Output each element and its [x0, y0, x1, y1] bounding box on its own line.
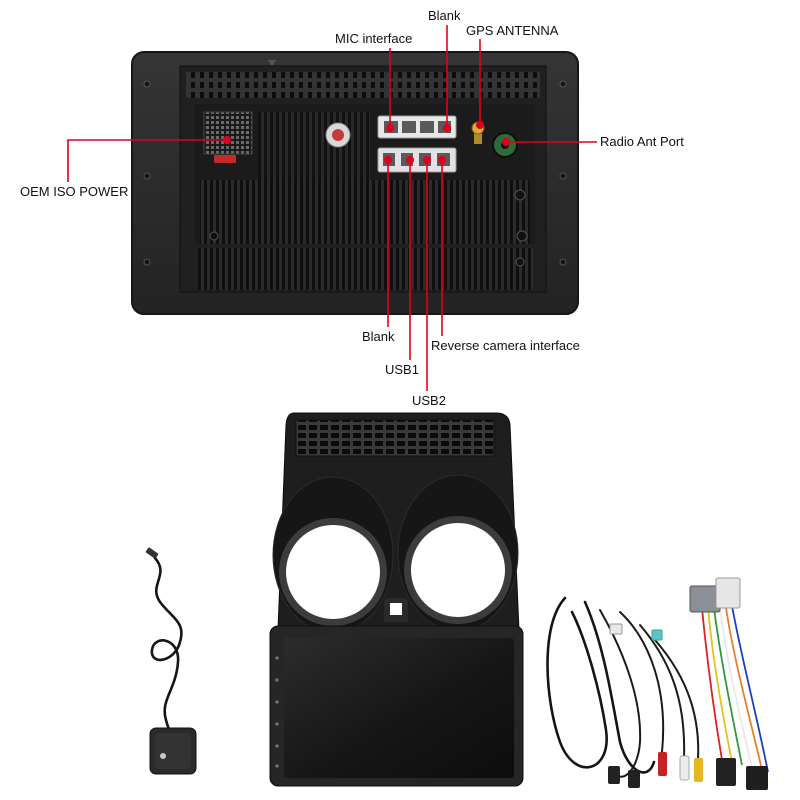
harness-cable-3: [599, 609, 642, 778]
side-buttons: [275, 656, 279, 768]
callout-blank-top: Blank: [428, 8, 461, 132]
iso-power-connector: [203, 111, 253, 163]
gps-antenna-label-icon: [160, 753, 166, 759]
gps-plug: [145, 547, 159, 559]
harness-cable-4: [619, 611, 665, 753]
callout-radio-ant-port: Radio Ant Port: [502, 134, 684, 149]
callout-usb1: USB1: [385, 156, 419, 377]
label-blank-bottom: Blank: [362, 329, 395, 344]
harness-cable-5: [639, 624, 686, 759]
top-vent: [186, 72, 540, 98]
harness-cable-2: [583, 600, 656, 774]
gauge-opening-right: [404, 516, 512, 624]
callout-usb2: USB2: [412, 156, 446, 408]
gps-cable: [150, 556, 183, 736]
harness-bottom-connectors: [608, 758, 768, 790]
air-vent-grille: [295, 419, 495, 457]
harness-cable-1: [546, 596, 608, 769]
dash-bezel: [269, 412, 524, 787]
warning-mark-icon: [268, 60, 276, 67]
colored-wires: [701, 605, 769, 773]
mounting-screw-holes: [143, 80, 567, 266]
label-usb1: USB1: [385, 362, 419, 377]
center-bracket: [384, 598, 408, 622]
label-blank-top: Blank: [428, 8, 461, 23]
label-mic-interface: MIC interface: [335, 31, 412, 46]
gauge-opening-left: [279, 518, 387, 626]
heatsink: [198, 248, 533, 290]
gps-antenna-accessory: [145, 547, 197, 775]
round-sticker: [325, 122, 351, 148]
chassis-screws: [209, 189, 528, 267]
callout-blank-bottom: Blank: [362, 156, 395, 344]
callout-mic-interface: MIC interface: [335, 31, 412, 132]
harness-cable-6: [654, 639, 700, 761]
vent-fins-lower: [200, 180, 530, 244]
touch-screen: [284, 638, 514, 778]
label-radio-ant-port: Radio Ant Port: [600, 134, 684, 149]
callouts: MIC interface Blank GPS ANTENNA Radio An…: [20, 8, 684, 408]
head-unit-rear: [131, 51, 579, 315]
gps-antenna-top: [155, 733, 191, 769]
callout-oem-iso-power: OEM ISO POWER: [20, 136, 231, 199]
callout-reverse-camera-interface: Reverse camera interface: [431, 156, 580, 353]
label-usb2: USB2: [412, 393, 446, 408]
callout-gps-antenna: GPS ANTENNA: [466, 23, 559, 129]
wiring-harness-accessory: [546, 577, 769, 790]
label-gps-antenna: GPS ANTENNA: [466, 23, 559, 38]
label-reverse-camera-interface: Reverse camera interface: [431, 338, 580, 353]
rca-plugs: [658, 752, 703, 782]
harness-top-connectors: [609, 577, 741, 641]
label-oem-iso-power: OEM ISO POWER: [20, 184, 128, 199]
